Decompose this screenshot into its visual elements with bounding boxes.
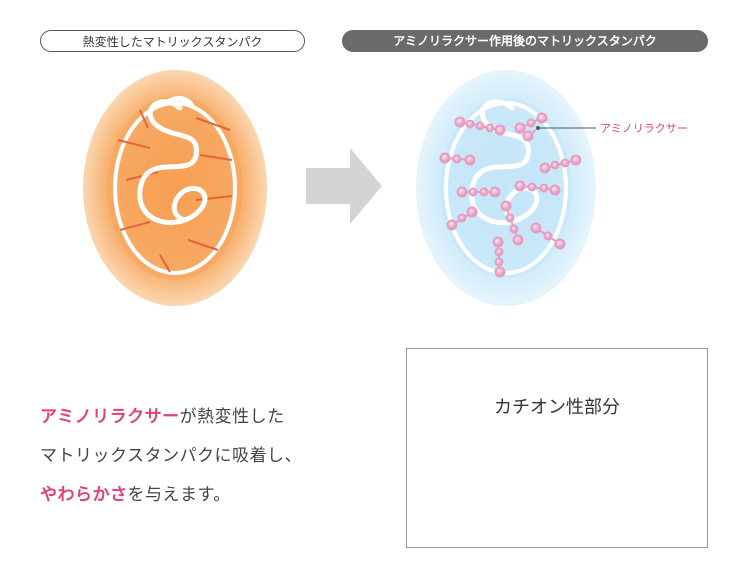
caption-line-3: やわらかさを与えます。 (40, 485, 231, 505)
caption-line-1: アミノリラクサーが熱変性した (40, 407, 285, 427)
transform-arrow (306, 148, 382, 224)
amino-relaxer-label: アミノリラクサー (600, 122, 688, 135)
after-label: アミノリラクサー作用後のマトリックスタンパク (342, 30, 708, 52)
cationic-inset: カチオン性部分 (406, 348, 708, 548)
heat-denatured-protein (83, 70, 267, 306)
caption-line-2: マトリックスタンパクに吸着し、 (40, 446, 302, 466)
description: アミノリラクサーが熱変性した マトリックスタンパクに吸着し、 やわらかさを与えま… (40, 398, 380, 515)
inset-title: カチオン性部分 (494, 397, 620, 418)
relaxed-protein (416, 70, 596, 306)
amino-relaxer-molecules (439, 112, 582, 278)
before-label: 熱変性したマトリックスタンパク (40, 30, 305, 52)
